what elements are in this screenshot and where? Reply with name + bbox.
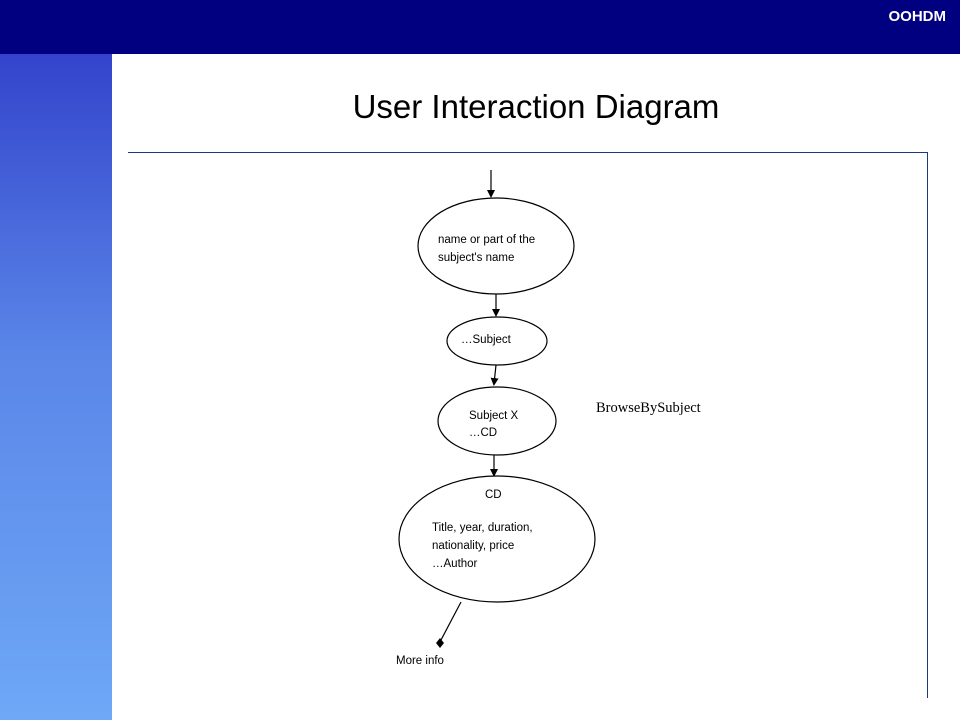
brand-label: OOHDM: [888, 8, 947, 25]
header-bar: OOHDM: [0, 0, 960, 54]
sidebar-gradient: [0, 54, 112, 720]
arrow-2-3: [490, 364, 499, 386]
node-cd-line-2: Title, year, duration,: [432, 522, 533, 534]
node-subject-x-line-1: Subject X: [469, 410, 519, 422]
exit-label: More info: [396, 655, 444, 667]
node-cd-line-3: nationality, price: [432, 540, 514, 552]
node-name-input-line-1: name or part of the: [438, 234, 535, 246]
node-name-input-line-2: subject's name: [438, 252, 514, 264]
node-cd: [398, 475, 596, 603]
exit-diamond-icon: [436, 638, 444, 648]
node-cd-line-1: CD: [485, 489, 502, 501]
node-cd-line-4: …Author: [432, 558, 478, 570]
node-subject-list-line-1: …Subject: [461, 334, 512, 346]
slide-title: User Interaction Diagram: [352, 88, 720, 125]
node-subject-x-line-2: …CD: [469, 427, 497, 439]
figure-frame: [128, 152, 928, 698]
node-subject-x: [437, 386, 557, 456]
diagram-annotation: BrowseBySubject: [596, 400, 701, 416]
exit-line: [440, 601, 462, 641]
node-subject-list: [446, 316, 548, 366]
node-name-input: [417, 197, 575, 295]
